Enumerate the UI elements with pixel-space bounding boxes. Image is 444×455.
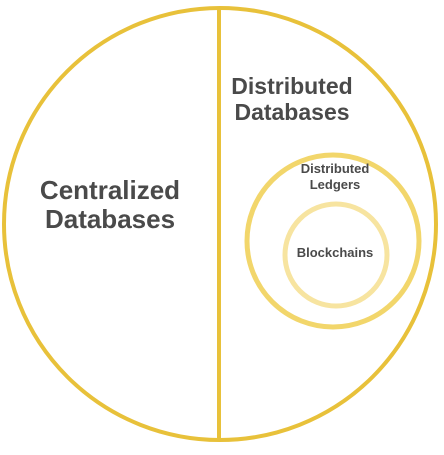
centralized-label-line2: Databases	[44, 204, 176, 235]
blockchains-label-text: Blockchains	[296, 245, 374, 260]
distributed-ledgers-circle	[244, 152, 422, 330]
distributed-ledgers-label: Distributed Ledgers	[280, 161, 390, 192]
centralized-databases-label: Centralized Databases	[30, 175, 190, 235]
ledgers-label-line2: Ledgers	[309, 176, 361, 192]
distributed-db-label-line1: Distributed	[231, 73, 353, 99]
centralized-label-line1: Centralized	[39, 175, 181, 205]
distributed-databases-label: Distributed Databases	[222, 73, 362, 126]
blockchains-label: Blockchains	[285, 245, 385, 261]
blockchains-circle	[282, 201, 390, 309]
ledgers-label-line1: Distributed	[300, 161, 370, 176]
distributed-db-label-line2: Databases	[234, 98, 350, 125]
